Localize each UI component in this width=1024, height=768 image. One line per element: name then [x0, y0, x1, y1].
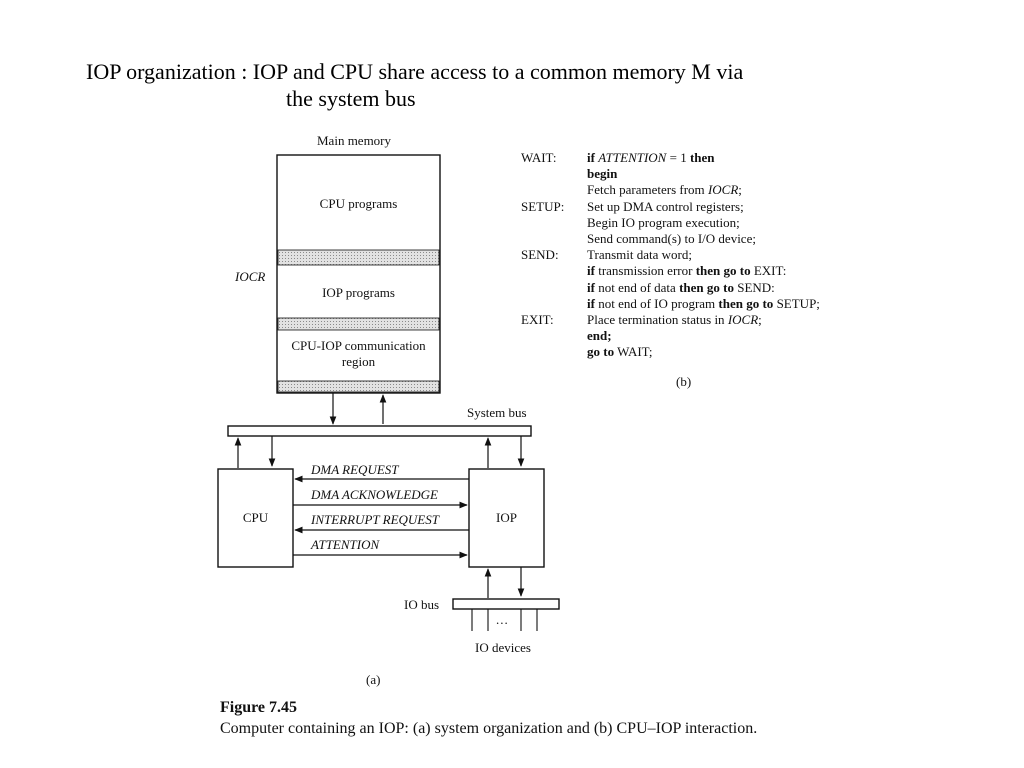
figure-caption: Computer containing an IOP: (a) system o…: [220, 720, 758, 737]
program-line-wait: WAIT: if ATTENTION = 1 then: [521, 150, 715, 165]
slide-title-line1: IOP organization : IOP and CPU share acc…: [86, 59, 744, 84]
shaded-band-1: [277, 249, 440, 266]
io-bus-label: IO bus: [404, 597, 440, 612]
shaded-band-2: [277, 317, 440, 331]
iop-program-listing: WAIT: if ATTENTION = 1 then begin Fetch …: [521, 150, 820, 360]
program-line-setup: SETUP: Set up DMA control registers;: [521, 198, 744, 214]
caption-part-b: (b): [676, 374, 692, 389]
iocr-label: IOCR: [235, 269, 266, 284]
cpu-label: CPU: [242, 510, 269, 525]
system-bus: [227, 425, 532, 437]
cpu-box: [217, 468, 294, 568]
program-line-if-error: if transmission error then go to EXIT:: [587, 263, 787, 279]
program-line-if-program: if not end of IO program then go to SETU…: [587, 295, 820, 311]
program-line-end: end;: [587, 328, 612, 344]
program-line-if-data: if not end of data then go to SEND:: [587, 279, 775, 295]
label-wait: WAIT:: [521, 150, 557, 165]
iop-box: [468, 468, 545, 568]
program-line-exit: EXIT: Place termination status in IOCR;: [521, 311, 762, 327]
interrupt-request-label: INTERRUPT REQUEST: [311, 512, 439, 527]
attention-label: ATTENTION: [311, 537, 380, 552]
comm-region-label-line2: region: [341, 354, 376, 369]
program-line-begin-io: Begin IO program execution;: [587, 214, 740, 230]
dma-acknowledge-label: DMA ACKNOWLEDGE: [311, 487, 438, 502]
figure-number: Figure 7.45: [220, 699, 298, 716]
main-memory-heading: Main memory: [317, 133, 392, 148]
io-devices-label: IO devices: [475, 640, 531, 655]
io-bus: [452, 598, 560, 610]
program-line-goto: go to WAIT;: [587, 344, 653, 360]
label-setup: SETUP:: [521, 198, 565, 214]
program-line-send-cmd: Send command(s) to I/O device;: [587, 230, 756, 246]
iop-programs-label: IOP programs: [322, 285, 395, 300]
cpu-programs-label: CPU programs: [319, 196, 398, 211]
program-line-begin: begin: [587, 166, 618, 182]
main-memory-block: [276, 154, 441, 394]
label-send: SEND:: [521, 247, 559, 263]
comm-region-label-line1: CPU-IOP communication: [291, 338, 426, 353]
slide-title-line2: the system bus: [286, 86, 416, 111]
dma-request-label: DMA REQUEST: [311, 462, 399, 477]
system-bus-label: System bus: [467, 405, 527, 420]
program-line-send: SEND: Transmit data word;: [521, 247, 692, 263]
io-devices-ellipsis: ...: [496, 612, 509, 627]
caption-part-a: (a): [366, 672, 381, 687]
shaded-band-3: [277, 380, 440, 393]
label-exit: EXIT:: [521, 311, 554, 327]
iop-label: IOP: [496, 510, 517, 525]
program-line-fetch: Fetch parameters from IOCR;: [587, 182, 742, 198]
slide-title: IOP organization : IOP and CPU share acc…: [86, 58, 906, 112]
